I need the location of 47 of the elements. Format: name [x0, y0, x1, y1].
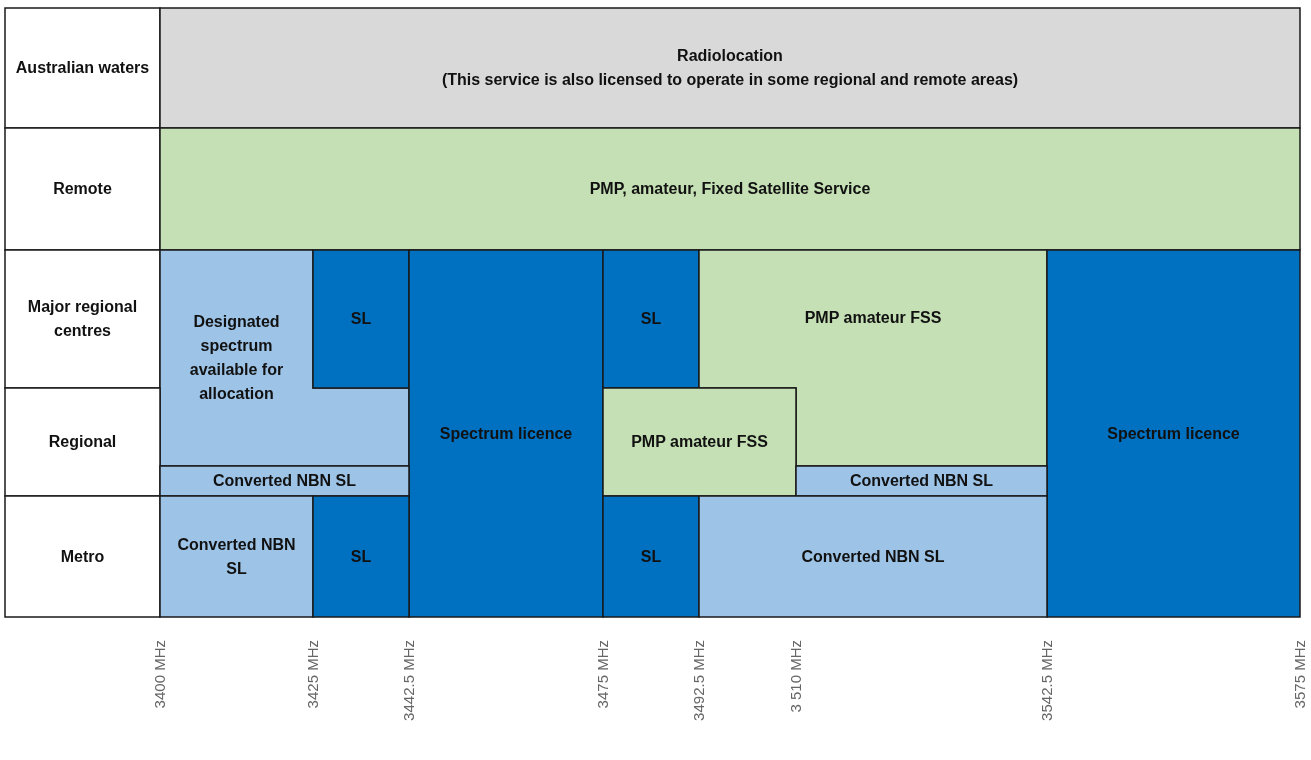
- block-label: PMP amateur FSS: [803, 308, 943, 328]
- service-label: PMP, amateur, Fixed Satellite Service: [588, 179, 872, 199]
- frequency-label: 3 510 MHz: [787, 640, 805, 713]
- spectrum-block: [796, 466, 1047, 496]
- row-label: Remote: [52, 179, 113, 199]
- row-header: [5, 388, 160, 496]
- row-label: Metro: [59, 546, 106, 567]
- frequency-label: 3542.5 MHz: [1038, 640, 1056, 721]
- block-label: Converted NBN SL: [211, 471, 358, 491]
- frequency-label: 3492.5 MHz: [690, 640, 708, 721]
- frequency-label: 3400 MHz: [151, 640, 169, 709]
- block-label: Converted NBN SL: [848, 471, 995, 491]
- spectrum-block: [160, 466, 409, 496]
- spectrum-block: [313, 250, 409, 388]
- row-label: Regional: [47, 432, 118, 452]
- service-label: (This service is also licensed to operate in some regional and remote areas): [440, 70, 1020, 90]
- frequency-label: 3575 MHz: [1291, 640, 1309, 709]
- spectrum-block: [313, 496, 409, 617]
- frequency-label: 3442.5 MHz: [400, 640, 418, 721]
- spectrum-block: [699, 496, 1047, 617]
- spectrum-block: [160, 496, 313, 617]
- row-header: [5, 496, 160, 617]
- service-label: Radiolocation: [676, 46, 784, 66]
- service-band: [160, 128, 1300, 250]
- block-label: Designated spectrum available for allocation: [188, 311, 285, 404]
- spectrum-block: [603, 496, 699, 617]
- spectrum-block: [409, 250, 603, 617]
- spectrum-block: [1047, 250, 1300, 617]
- block-label: SL: [639, 546, 663, 567]
- block-label: Converted NBN SL: [800, 546, 946, 567]
- block-label: SL: [349, 309, 373, 329]
- row-label: Major regional centres: [26, 297, 139, 341]
- row-header: [5, 128, 160, 250]
- frequency-label: 3475 MHz: [594, 640, 612, 709]
- block-label: SL: [639, 309, 663, 329]
- row-header: [5, 8, 160, 128]
- row-label: Australian waters: [14, 58, 151, 78]
- spectrum-block: [603, 250, 699, 388]
- block-label: Converted NBN SL: [176, 534, 297, 579]
- block-label: SL: [349, 546, 373, 567]
- block-label: Spectrum licence: [438, 423, 574, 444]
- block-label: PMP amateur FSS: [630, 432, 769, 452]
- row-header: [5, 250, 160, 388]
- spectrum-block: [603, 388, 796, 496]
- frequency-label: 3425 MHz: [304, 640, 322, 709]
- service-band: [160, 8, 1300, 128]
- block-label: Spectrum licence: [1106, 423, 1241, 444]
